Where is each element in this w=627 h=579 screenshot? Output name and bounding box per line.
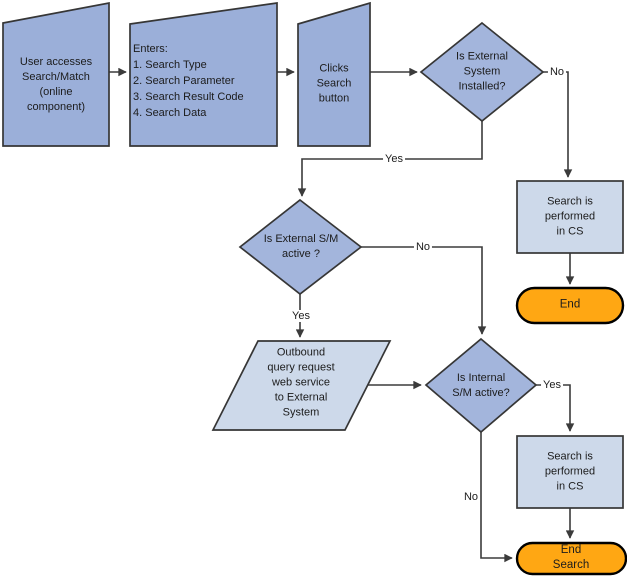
node-outbound-query-shape <box>211 340 392 431</box>
node-search-cs-top-shape <box>516 180 624 254</box>
node-user-access-shape <box>2 1 110 147</box>
node-is-external-active-shape <box>238 198 363 296</box>
node-search-cs-bottom-shape <box>516 435 624 509</box>
edge-external-installed-no <box>543 71 573 178</box>
edge-internal-active-yes <box>536 384 575 432</box>
node-end-bottom-shape <box>515 541 627 576</box>
node-is-internal-active-shape <box>424 337 538 434</box>
node-end-top-shape <box>515 286 625 325</box>
node-enters-shape <box>129 2 278 147</box>
node-clicks-search-shape <box>297 1 371 147</box>
edge-internal-active-no <box>480 432 513 563</box>
node-is-external-installed-shape <box>419 21 545 123</box>
edge-external-active-no <box>361 246 487 335</box>
